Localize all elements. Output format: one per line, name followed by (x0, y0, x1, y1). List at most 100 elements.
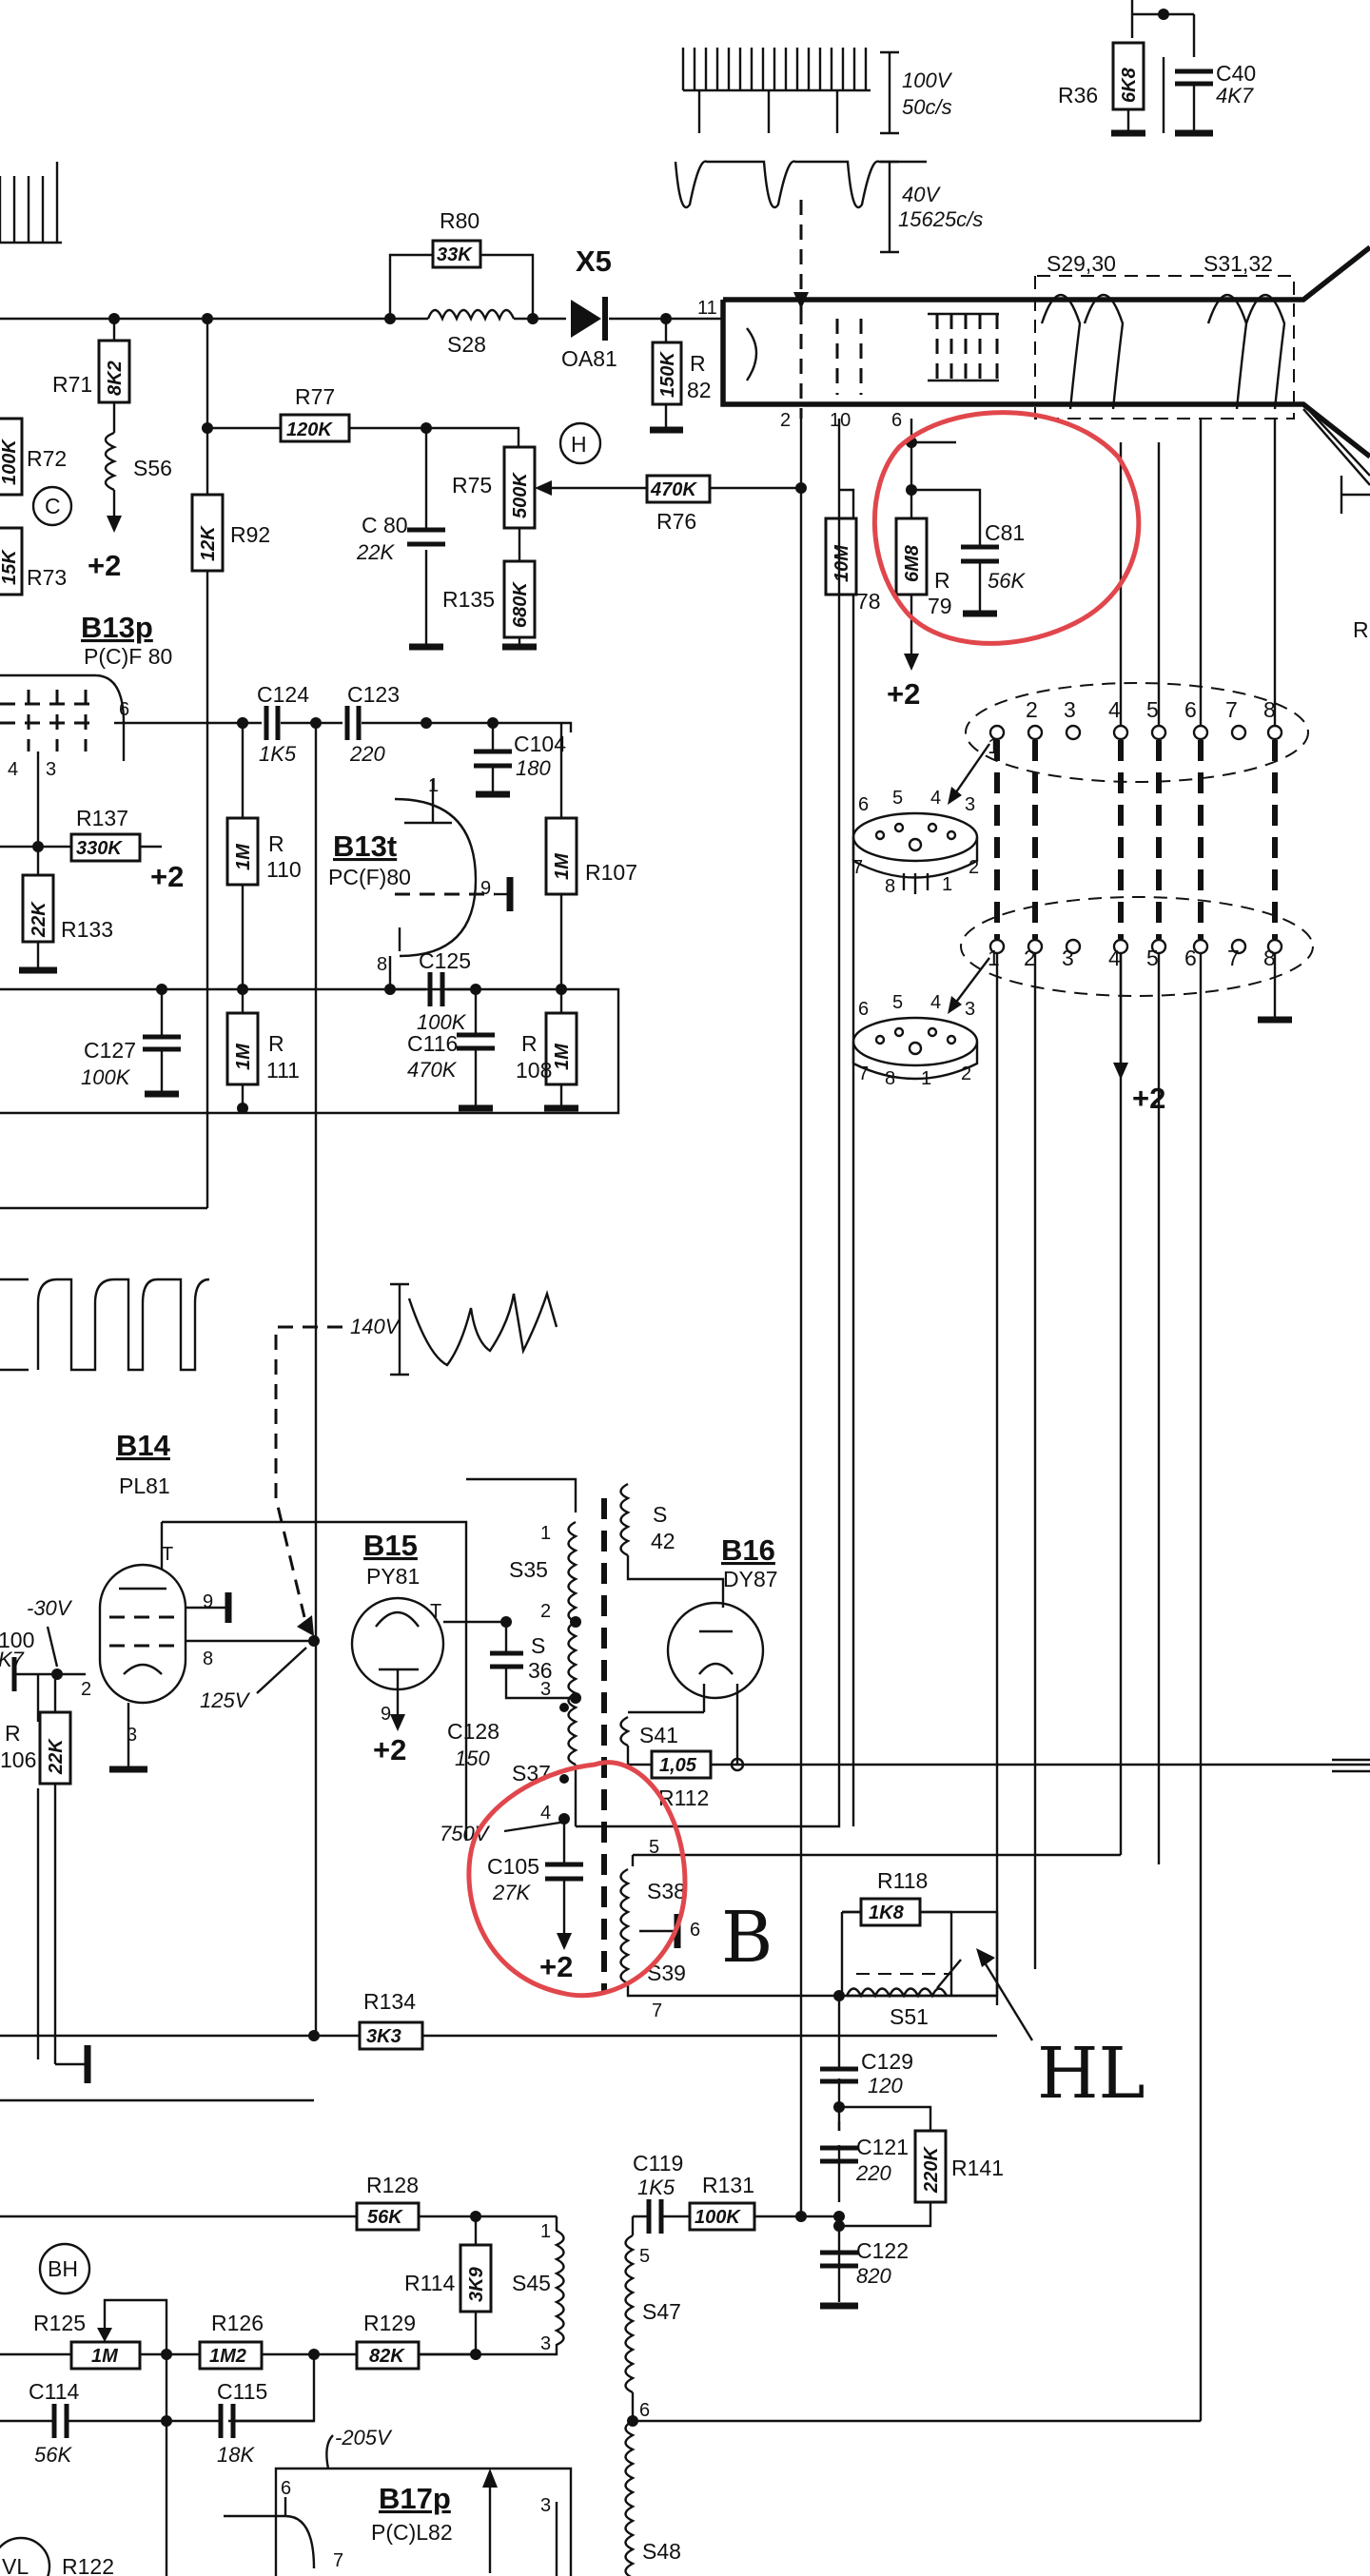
pin-num: 4 (1108, 697, 1121, 722)
r134-value: 3K3 (366, 2026, 401, 2047)
r141-label: R141 (951, 2156, 1004, 2180)
r131-label: R131 (702, 2173, 754, 2197)
b17p-label: B17p (379, 2482, 451, 2515)
label-minus205v: -205V (335, 2426, 393, 2449)
r80-value: 33K (437, 244, 473, 265)
s47-label: S47 (642, 2299, 681, 2324)
coil-s51 (845, 1987, 949, 1999)
pin-num: 5 (892, 788, 903, 809)
label-15625cs: 15625c/s (898, 207, 983, 231)
waveform-sawtooth (407, 1289, 558, 1367)
pin-num: 2 (961, 1064, 971, 1084)
pin-num: 4 (1108, 946, 1121, 970)
r114-label: R114 (404, 2271, 455, 2295)
r126-value: 1M2 (209, 2346, 246, 2367)
coil-s28 (426, 308, 516, 322)
r133-value: 22K (29, 901, 49, 938)
wire (1126, 57, 1165, 133)
pin-num: 8 (1263, 697, 1276, 722)
r75-value: 500K (510, 472, 531, 518)
resistor-r108 (544, 1011, 578, 1086)
s38-label: S38 (647, 1879, 686, 1903)
c40-value: 4K7 (1216, 84, 1254, 107)
s31-32-label: S31,32 (1204, 251, 1273, 276)
deflection-coils (1040, 293, 1286, 410)
c116-label: C116 (407, 1031, 458, 1056)
pin-num: 8 (203, 1649, 213, 1669)
b13t-label: B13t (333, 829, 397, 863)
potentiometer-r75 (502, 445, 537, 530)
resistor-r133 (21, 873, 55, 944)
label-100v: 100V (902, 68, 953, 92)
c80-value: 22K (356, 540, 395, 564)
pin-num: 3 (127, 1725, 137, 1746)
resistor-r73 (0, 526, 24, 596)
resistor-r77 (279, 413, 351, 443)
pin-num: 2 (81, 1679, 91, 1700)
c114-label: C114 (29, 2379, 79, 2404)
c81-value: 56K (988, 569, 1026, 593)
r73-label: R73 (27, 565, 67, 590)
s29-30-label: S29,30 (1047, 251, 1116, 276)
pin-num: 5 (1146, 697, 1159, 722)
annotation-circle-r79-c81 (871, 410, 1142, 646)
r131-value: 100K (695, 2207, 741, 2228)
diode-x5 (571, 300, 601, 338)
plus2-label: +2 (88, 549, 121, 582)
r80-label: R80 (440, 208, 480, 233)
waveform-50hz (681, 48, 899, 135)
pin-num: 2 (1024, 946, 1036, 970)
plus2-label: +2 (1132, 1082, 1165, 1115)
s51-label: S51 (890, 2004, 929, 2029)
b13t-type: PC(F)80 (328, 865, 411, 889)
label-40v: 40V (902, 183, 941, 206)
pin-num: 6 (858, 999, 869, 1020)
r111-num: 111 (266, 1058, 300, 1083)
c119-label: C119 (633, 2151, 683, 2176)
c115-label: C115 (217, 2379, 267, 2404)
r-cut-label: R (1353, 617, 1369, 642)
r108-value: 1M (552, 1043, 573, 1070)
resistor-r137 (69, 832, 142, 863)
r137-label: R137 (76, 806, 128, 830)
resistor-r92 (190, 493, 225, 573)
waveform-15625hz (674, 160, 927, 254)
b16-type: DY87 (723, 1567, 778, 1591)
pin-num: 1 (921, 1068, 931, 1089)
pin-num: 1 (428, 775, 439, 796)
plus2-label: +2 (539, 1950, 573, 1983)
pin-t: T (162, 1544, 173, 1565)
pin-num: 8 (885, 876, 895, 897)
c104-label: C104 (514, 732, 566, 756)
marker-h-label: H (571, 432, 587, 457)
c127-label: C127 (84, 1038, 136, 1063)
b15-label: B15 (363, 1529, 418, 1562)
r112-value: 1,05 (659, 1755, 697, 1776)
r134-label: R134 (363, 1989, 416, 2014)
c122-label: C122 (856, 2238, 909, 2263)
c128-value: 150 (455, 1747, 490, 1770)
potentiometer-r125 (69, 2340, 142, 2371)
resistor-r111 (225, 1011, 260, 1086)
plus2-label: +2 (373, 1733, 406, 1766)
resistor-r72 (0, 417, 24, 497)
r128-label: R128 (366, 2173, 419, 2197)
marker-c (31, 485, 73, 527)
resistor-r71 (97, 339, 131, 404)
plus2-label: +2 (150, 860, 184, 893)
resistor-r107 (544, 816, 578, 896)
pin-num: 6 (1184, 697, 1197, 722)
r137-value: 330K (76, 838, 123, 859)
r73-value: 15K (0, 549, 20, 585)
resistor-r141 (913, 2129, 948, 2204)
pin-num: 9 (480, 878, 491, 899)
r118-value: 1K8 (869, 1903, 905, 1923)
r110-value: 1M (233, 843, 254, 870)
wire-c124 (114, 721, 573, 732)
r106-value: 22K (46, 1738, 67, 1775)
r78-value: 10M (832, 544, 852, 582)
resistor-r36 (1111, 41, 1145, 111)
r122-label: R122 (62, 2554, 114, 2576)
pin-num: 9 (203, 1591, 213, 1612)
